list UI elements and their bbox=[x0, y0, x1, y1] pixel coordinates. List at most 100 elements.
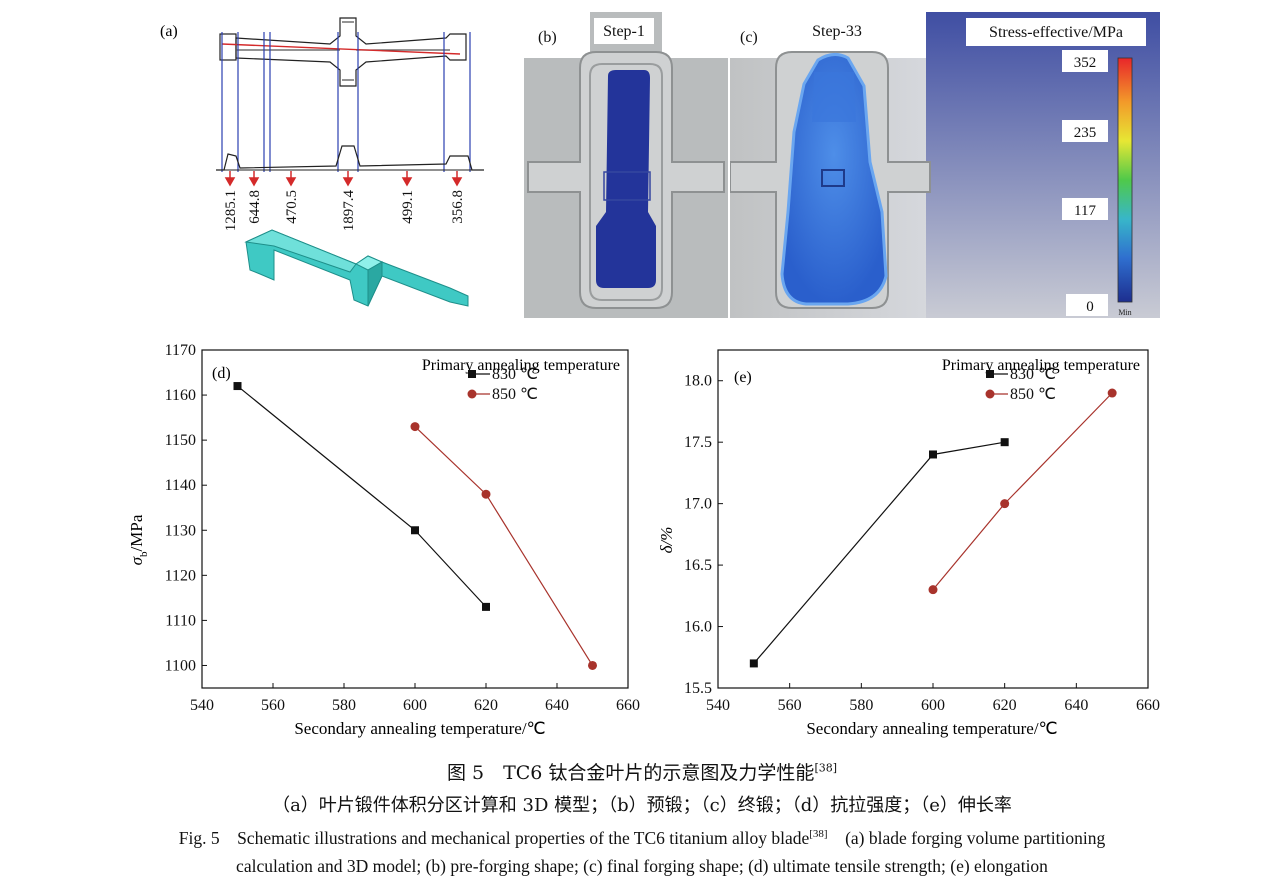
e-point-s0-0 bbox=[749, 659, 758, 668]
area-profile-curve bbox=[216, 145, 484, 171]
caption-cn-sub: （a）叶片锻件体积分区计算和 3D 模型；（b）预锻；（c）终锻；（d）抗拉强度… bbox=[272, 795, 1012, 816]
partition-lines bbox=[221, 32, 471, 172]
e-series-line-0 bbox=[753, 441, 1005, 664]
pre-forging-simulation: (b) Step-1 bbox=[524, 12, 728, 318]
e-legend-marker-0 bbox=[986, 370, 994, 378]
e-series-line-1 bbox=[932, 392, 1113, 591]
d-point-s1-1 bbox=[481, 489, 491, 499]
caption-en-ref: [38] bbox=[809, 828, 828, 841]
blade-outline bbox=[219, 17, 467, 87]
panel-a-label: (a) bbox=[160, 23, 178, 40]
caption-cn-title-text: 图 5 TC6 钛合金叶片的示意图及力学性能 bbox=[446, 762, 815, 784]
d-ytick-label-5: 1150 bbox=[165, 432, 196, 449]
scale-value-3: 117 bbox=[1074, 203, 1096, 219]
chart-d-legend-title: Primary annealing temperature bbox=[422, 357, 620, 374]
panel-a: (a) bbox=[150, 10, 500, 320]
d-xtick-label-0: 540 bbox=[190, 697, 214, 714]
forging-partition-diagram: (a) bbox=[160, 17, 484, 307]
d-legend-label-1: 850 ℃ bbox=[492, 386, 538, 403]
e-ytick-label-4: 17.5 bbox=[684, 434, 712, 451]
e-point-s0-1 bbox=[929, 450, 937, 459]
e-xtick-label-2: 580 bbox=[849, 697, 873, 714]
d-xtick-label-6: 660 bbox=[616, 697, 640, 714]
d-ytick-label-3: 1130 bbox=[165, 522, 196, 539]
d-legend-label-0: 830 ℃ bbox=[492, 366, 538, 383]
e-xtick-label-3: 600 bbox=[921, 697, 945, 714]
d-point-s0-1 bbox=[411, 526, 419, 535]
panel-c-step: Step-33 bbox=[812, 23, 862, 40]
chart-d-marks bbox=[233, 382, 597, 670]
panel-c-label: (c) bbox=[740, 29, 758, 46]
d-point-s1-0 bbox=[410, 422, 420, 432]
final-forging-simulation: (c) Step-33 Stress-effective/MPa 352 235… bbox=[729, 12, 1160, 318]
d-legend-marker-0 bbox=[468, 370, 476, 378]
d-xtick-label-5: 640 bbox=[545, 697, 569, 714]
d-point-s0-2 bbox=[482, 602, 490, 611]
scale-value-max: 352 bbox=[1074, 55, 1097, 71]
d-ytick-label-0: 1100 bbox=[165, 657, 196, 674]
d-xtick-label-3: 600 bbox=[403, 697, 427, 714]
chart-e-panel-label: (e) bbox=[734, 369, 752, 386]
stress-colorbar bbox=[1117, 57, 1133, 303]
panel-b-label: (b) bbox=[538, 29, 557, 46]
blade-3d-model bbox=[244, 229, 469, 307]
e-ytick-label-2: 16.5 bbox=[684, 557, 712, 574]
scale-value-2: 235 bbox=[1074, 125, 1097, 141]
caption-en-line2: calculation and 3D model; (b) pre-forgin… bbox=[236, 856, 1048, 876]
d-legend-marker-1 bbox=[467, 389, 477, 399]
e-ytick-label-1: 16.0 bbox=[684, 619, 712, 636]
stress-legend-title: Stress-effective/MPa bbox=[989, 24, 1123, 41]
e-xtick-label-0: 540 bbox=[706, 697, 730, 714]
caption-en-line1-tail: (a) blade forging volume partitioning bbox=[827, 828, 1106, 848]
e-ytick-label-0: 15.5 bbox=[684, 680, 712, 697]
chart-d-ylabel-unit: /MPa bbox=[127, 514, 146, 551]
chart-e-marks bbox=[749, 388, 1117, 668]
d-ytick-label-7: 1170 bbox=[165, 342, 196, 359]
chart-d-ylabel-symbol: σ bbox=[127, 556, 146, 565]
d-ytick-label-6: 1160 bbox=[165, 387, 196, 404]
partition-arrows bbox=[224, 171, 463, 187]
chart-e-legend-title: Primary annealing temperature bbox=[942, 357, 1140, 374]
chart-d-xlabel: Secondary annealing temperature/℃ bbox=[294, 719, 545, 738]
chart-e-xlabel: Secondary annealing temperature/℃ bbox=[806, 719, 1057, 738]
d-point-s0-0 bbox=[233, 382, 242, 391]
e-legend-label-1: 850 ℃ bbox=[1010, 386, 1056, 403]
e-legend-marker-1 bbox=[985, 389, 995, 399]
e-point-s1-1 bbox=[1000, 499, 1010, 509]
e-point-s1-0 bbox=[928, 585, 938, 595]
e-ytick-label-5: 18.0 bbox=[684, 373, 712, 390]
e-plot-frame bbox=[717, 349, 1149, 689]
chart-e-ylabel: δ/% bbox=[660, 527, 676, 554]
d-xtick-label-2: 580 bbox=[332, 697, 356, 714]
panel-c-final-forging: (c) Step-33 Stress-effective/MPa 352 235… bbox=[729, 12, 1160, 318]
e-xtick-label-4: 620 bbox=[993, 697, 1017, 714]
d-point-s1-2 bbox=[588, 660, 597, 670]
blade-axis-line bbox=[221, 43, 461, 55]
panel-b-step: Step-1 bbox=[603, 23, 645, 40]
chart-d-ylabel: σb/MPa bbox=[127, 514, 150, 565]
partition-value-4: 1897.4 bbox=[341, 190, 357, 232]
d-ytick-label-1: 1110 bbox=[165, 612, 196, 629]
d-plot-frame bbox=[201, 349, 629, 689]
partition-value-2: 644.8 bbox=[247, 190, 263, 224]
e-point-s0-2 bbox=[1000, 438, 1009, 447]
d-ytick-label-4: 1140 bbox=[165, 477, 196, 494]
scale-min-label: Min bbox=[1118, 308, 1131, 317]
e-xtick-label-5: 640 bbox=[1064, 697, 1088, 714]
caption-cn-title: 图 5 TC6 钛合金叶片的示意图及力学性能[38] bbox=[0, 758, 1284, 785]
e-xtick-label-1: 560 bbox=[778, 697, 802, 714]
partition-value-3: 470.5 bbox=[284, 190, 300, 224]
chart-d-panel-label: (d) bbox=[212, 365, 231, 382]
panel-b-pre-forging: (b) Step-1 bbox=[524, 12, 728, 318]
e-point-s1-2 bbox=[1107, 388, 1117, 398]
scale-value-min: 0 bbox=[1086, 299, 1094, 315]
d-xtick-label-1: 560 bbox=[261, 697, 285, 714]
caption-cn-ref: [38] bbox=[814, 761, 838, 775]
